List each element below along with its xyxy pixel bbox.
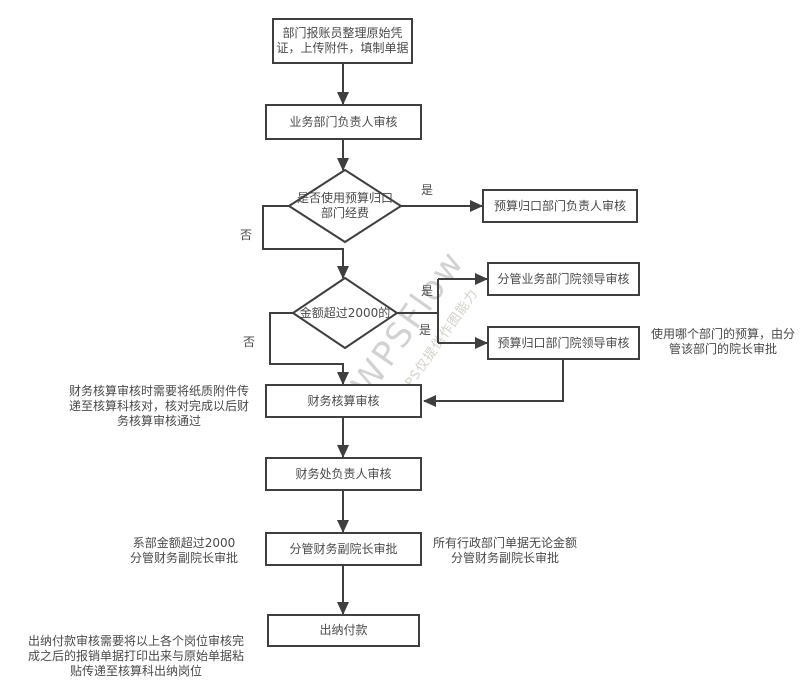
edge-budget-vp-to-accounting	[423, 360, 564, 407]
note-cashier: 出纳付款审核需要将以上各个岗位审核完 成之后的报销单据打印出来与原始单据粘 贴传…	[27, 634, 244, 678]
note-finance-vp-right: 所有行政部门单据无论金额 分管财务副院长审批	[432, 536, 577, 565]
edge-label-amount-no: 否	[243, 335, 256, 349]
edge-label-use-budget-no: 否	[240, 228, 253, 242]
decision-label-amount: 金额超过2000的	[299, 305, 391, 320]
decision-label-use-budget: 是否使用预算归口 部门经费	[296, 191, 393, 220]
node-cashier-payment: 出纳付款	[267, 614, 420, 647]
edge-label-amount-yes-top: 是	[421, 284, 434, 298]
edge-label-amount-yes-bottom: 是	[419, 323, 432, 337]
edge-amount-no	[269, 312, 349, 385]
node-budget-vp-review: 预算归口部门院领导审核	[487, 326, 640, 360]
edge-label-use-budget-yes: 是	[421, 183, 434, 197]
decision-diamond-use-budget	[287, 168, 403, 244]
node-finance-vp-approval: 分管财务副院长审批	[265, 532, 422, 566]
node-business-manager-review: 业务部门负责人审核	[265, 104, 422, 140]
note-accounting: 财务核算审核时需要将纸质附件传 递至核算科核对，核对完成以后财 务核算审核通过	[68, 384, 249, 428]
edge-use-budget-no	[262, 205, 349, 279]
node-accounting-review: 财务核算审核	[265, 384, 422, 418]
node-prepare-documents: 部门报账员整理原始凭 证，上传附件，填制单据	[272, 18, 413, 64]
node-finance-office-manager-review: 财务处负责人审核	[265, 457, 422, 491]
decision-diamond-amount	[291, 276, 399, 350]
note-budget-vp: 使用哪个部门的预算，由分 管该部门的院长审批	[650, 327, 795, 356]
edge-amount-yes-trunk	[397, 279, 439, 343]
node-business-vp-review: 分管业务部门院领导审核	[487, 262, 640, 296]
note-finance-vp-left: 系部金额超过2000 分管财务副院长审批	[129, 536, 238, 565]
node-budget-dept-manager-review: 预算归口部门负责人审核	[482, 189, 638, 223]
